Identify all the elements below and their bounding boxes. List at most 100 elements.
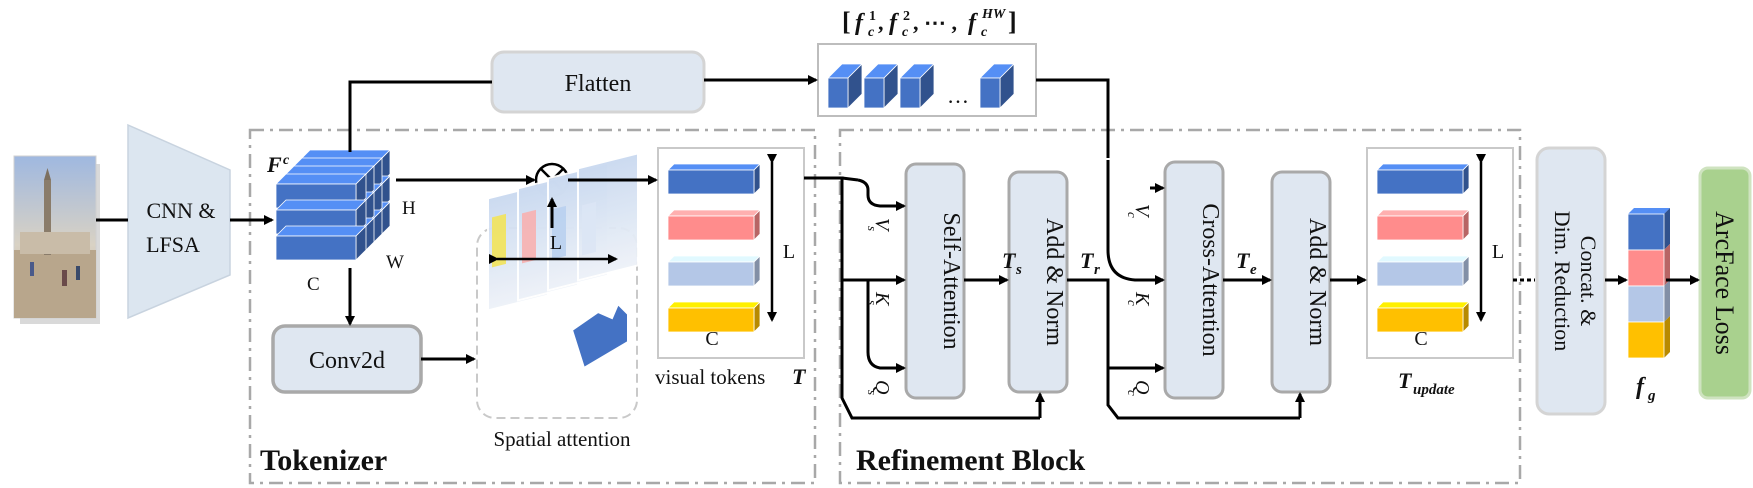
fg-side: [1664, 208, 1670, 250]
fg-cell: [1627, 213, 1665, 251]
fc-seq-fhw-sub: c: [981, 25, 988, 40]
spatial-attention-maps: L Spatial attention: [476, 152, 639, 451]
refinement-title: Refinement Block: [856, 444, 1085, 477]
vs-label: V: [871, 218, 893, 233]
qs-sub: s: [865, 390, 880, 395]
fg-side: [1664, 280, 1670, 322]
visual-token: [667, 255, 761, 287]
fg-cell: [1627, 285, 1665, 323]
fc-seq-f1: f: [855, 10, 865, 36]
te-label: T: [1236, 248, 1251, 273]
add-norm-1-label: Add & Norm: [1041, 218, 1067, 346]
updated-token: [1376, 301, 1470, 333]
fc-seq-f2-sub: c: [902, 25, 909, 40]
arcface-loss-block: ArcFace Loss: [1698, 166, 1752, 400]
kc-sub: c: [1125, 300, 1140, 306]
qc-sub: c: [1125, 390, 1140, 396]
add-norm-2-block: Add & Norm: [1270, 170, 1332, 394]
dim-c: C: [307, 274, 320, 295]
concat-dim-reduction-block: Concat. & Dim. Reduction: [1535, 146, 1607, 416]
qc-label: Q: [1131, 380, 1153, 395]
cnn-lfsa-block: CNN & LFSA: [127, 123, 231, 320]
vs-sub: s: [865, 226, 880, 231]
cnn-label-1: CNN &: [146, 198, 215, 223]
feature-slice: [275, 225, 367, 261]
tokens-c-label: C: [705, 328, 718, 350]
flat-feature-bar: [863, 63, 899, 109]
spatial-l-label: L: [550, 232, 562, 254]
conv2d-block: Conv2d: [271, 324, 423, 394]
update-c-label: C: [1414, 328, 1427, 350]
ts-label: T: [1002, 248, 1017, 273]
kc-label: K: [1131, 291, 1153, 307]
visual-tokens-label: visual tokens: [655, 365, 765, 389]
tr-label: T: [1080, 248, 1095, 273]
input-image: [13, 155, 100, 324]
refinement-region: [838, 128, 1522, 485]
tokens-l-label: L: [783, 241, 795, 263]
add-norm-1-block: Add & Norm: [1007, 170, 1069, 394]
ks-sub: s: [865, 300, 880, 305]
cross-attention-label: Cross-Attention: [1197, 203, 1223, 356]
fc-seq-f1-sub: c: [868, 25, 875, 40]
fg-side: [1664, 244, 1670, 286]
updated-token: [1376, 163, 1470, 195]
fc-seq-fhw-sup: HW: [981, 7, 1007, 22]
fc-seq-sep1: ,: [878, 10, 884, 35]
fc-seq-fhw: f: [968, 10, 978, 36]
fc-seq-close: ]: [1008, 7, 1017, 36]
visual-token: [667, 209, 761, 241]
updated-token: [1376, 209, 1470, 241]
visual-tokens: L C visual tokens T: [655, 147, 807, 389]
fg-label: f: [1636, 374, 1646, 400]
ts-sub: s: [1015, 262, 1022, 278]
fg-cell: [1627, 249, 1665, 287]
fg-sub: g: [1647, 388, 1656, 404]
updated-token: [1376, 255, 1470, 287]
fg-cell: [1627, 321, 1665, 359]
concat-label-2: Dim. Reduction: [1550, 211, 1575, 352]
attention-highlight: [570, 302, 629, 370]
flatten-block: Flatten: [490, 50, 706, 114]
dim-h: H: [402, 198, 416, 219]
fc-seq-sep2: , ⋯ ,: [913, 10, 957, 35]
flatten-label: Flatten: [565, 71, 632, 97]
qs-label: Q: [871, 380, 893, 395]
tr-sub: r: [1094, 262, 1100, 278]
te-sub: e: [1250, 262, 1257, 278]
fc-seq-open: [: [842, 7, 851, 36]
signal-labels: T s T r T e V s K s Q s V c K c Q c: [865, 204, 1257, 396]
t-update-sub: update: [1413, 382, 1455, 398]
spatial-attention-label: Spatial attention: [493, 427, 631, 451]
arcface-label: ArcFace Loss: [1710, 211, 1739, 355]
flat-feature-bar: [979, 63, 1015, 109]
self-attention-block: Self-Attention: [904, 162, 966, 400]
fc-seq-f2: f: [889, 10, 899, 36]
visual-tokens-T: T: [792, 364, 807, 389]
fc-seq-f2-sup: 2: [903, 9, 910, 24]
connections: [96, 75, 1700, 420]
flat-dots: …: [947, 83, 969, 108]
flat-feature-bar: [899, 63, 935, 109]
fc-sequence-label: [ f 1 c , f 2 c , ⋯ , f HW c ]: [842, 7, 1017, 40]
tokenizer-region: [248, 128, 817, 485]
fc-label: F: [266, 152, 282, 177]
flat-feature-bar: [827, 63, 863, 109]
updated-tokens: L C T update: [1366, 147, 1514, 398]
attention-map: [577, 152, 639, 282]
cnn-label-2: LFSA: [146, 232, 200, 257]
ks-label: K: [871, 291, 893, 307]
fg-vector: f g: [1627, 208, 1670, 404]
feature-map-fc: F c H W C: [266, 149, 416, 295]
flattened-features: … [ f 1 c , f 2 c , ⋯ , f HW c ]: [817, 7, 1037, 117]
concat-label-1: Concat. &: [1576, 236, 1601, 326]
fc-seq-f1-sup: 1: [869, 9, 876, 24]
tokenizer-title: Tokenizer: [260, 444, 387, 477]
self-attention-label: Self-Attention: [938, 212, 964, 349]
dim-w: W: [386, 252, 404, 273]
fc-label-sup: c: [283, 153, 290, 168]
cross-attention-block: Cross-Attention: [1163, 160, 1225, 400]
t-update-label: T: [1398, 368, 1413, 393]
vc-label: V: [1131, 204, 1153, 219]
